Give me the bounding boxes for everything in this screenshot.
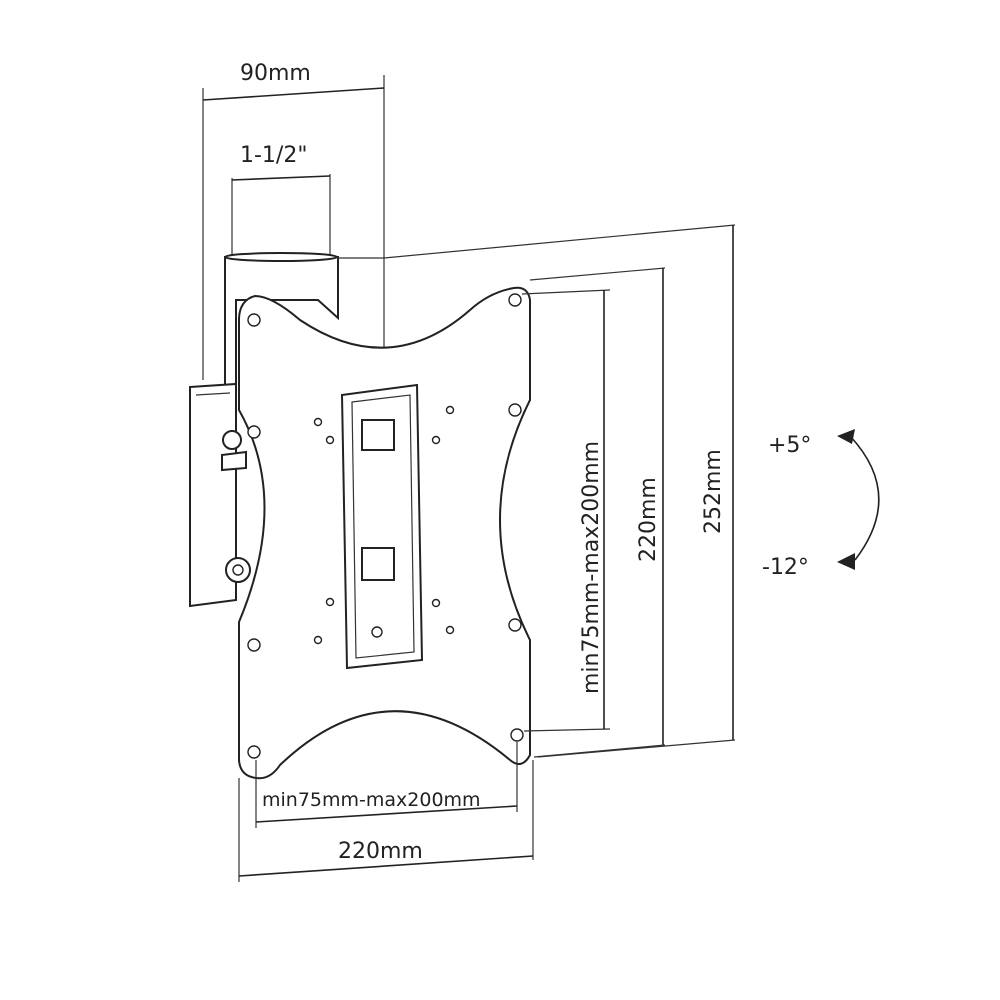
dimension-plate-width: 220mm xyxy=(238,760,534,882)
vesa-vertical-label: min75mm-max200mm xyxy=(579,441,604,694)
dimension-arm-width: 90mm xyxy=(202,61,385,380)
plate-height-label: 220mm xyxy=(636,477,661,562)
pole-diameter-label: 1-1/2" xyxy=(240,143,307,168)
tilt-arc xyxy=(849,435,880,561)
overall-height-label: 252mm xyxy=(701,449,726,534)
dimension-vesa-horizontal: min75mm-max200mm xyxy=(255,742,518,828)
dimension-pole-diameter: 1-1/2" xyxy=(231,143,331,255)
tilt-up-label: +5° xyxy=(768,433,811,458)
dimension-plate-height: 220mm xyxy=(529,267,666,758)
dimension-overall-height: 252mm xyxy=(383,224,736,758)
vesa-horizontal-label: min75mm-max200mm xyxy=(262,789,481,811)
tilt-arrow-up-icon xyxy=(837,429,855,444)
pole-bracket xyxy=(189,252,384,608)
tilt-indicator: +5° -12° xyxy=(762,429,880,580)
plate-width-label: 220mm xyxy=(338,839,423,864)
tilt-down-label: -12° xyxy=(762,555,809,580)
dimension-vesa-vertical: min75mm-max200mm xyxy=(521,289,611,732)
arm-width-label: 90mm xyxy=(240,61,311,86)
tilt-arrow-down-icon xyxy=(837,553,855,570)
mounting-plate xyxy=(238,286,531,780)
